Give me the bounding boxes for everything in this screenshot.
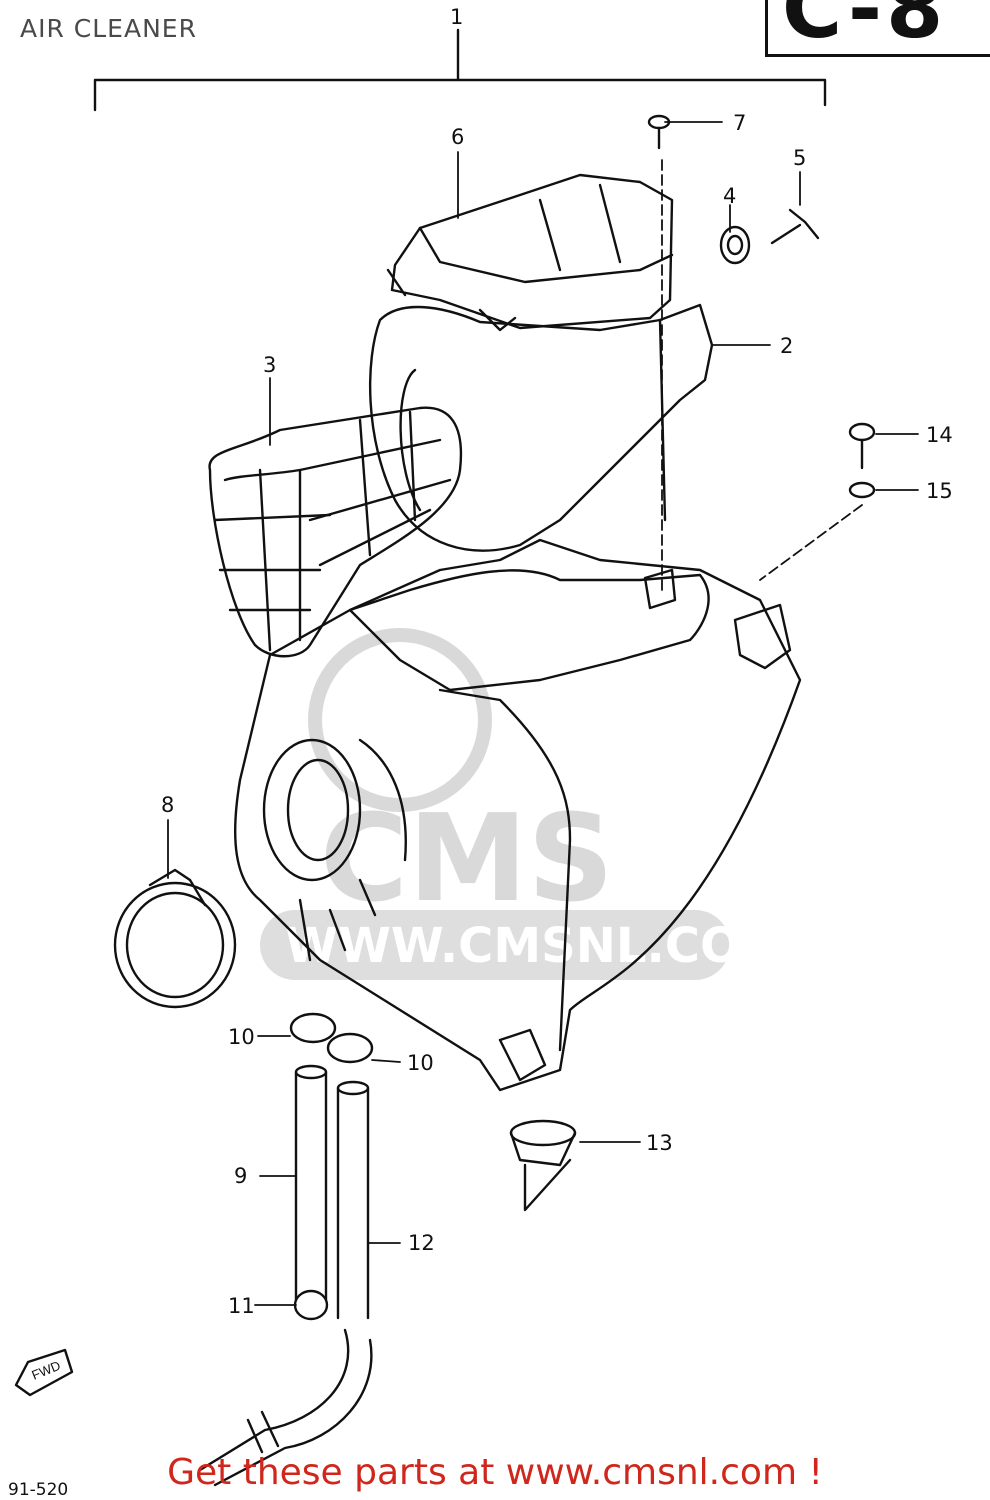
leader-lines [167, 121, 919, 1306]
watermark-url: WWW.CMSNL.COM [285, 918, 789, 974]
washer-15 [848, 481, 876, 499]
bolt-14 [848, 422, 876, 470]
callout-4: 4 [723, 184, 736, 208]
watermark: CMS WWW.CMSNL.COM [260, 628, 789, 980]
assembly-bracket [93, 28, 827, 112]
page-code-label: C-8 [782, 0, 948, 57]
callout-9: 9 [234, 1164, 247, 1188]
breather-tube [198, 1328, 373, 1487]
drawing-reference-code: 91-520 [8, 1480, 69, 1500]
callout-3: 3 [263, 353, 276, 377]
callout-6: 6 [451, 125, 464, 149]
hose-clips [289, 1012, 374, 1064]
filter-element-cage [208, 406, 463, 658]
fwd-arrow-tag: FWD [14, 1348, 74, 1397]
callout-labels: 1 2 3 4 5 6 7 8 9 10 10 11 12 13 14 15 [161, 5, 953, 1318]
callout-10-right: 10 [407, 1051, 434, 1075]
cover-lid [386, 173, 674, 332]
callout-12: 12 [408, 1231, 435, 1255]
diagram-title: AIR CLEANER [20, 14, 197, 43]
callout-1: 1 [450, 5, 463, 29]
drain-hose-right [336, 1080, 370, 1320]
screw-7 [647, 114, 671, 150]
callout-2: 2 [780, 334, 793, 358]
callout-13: 13 [646, 1131, 673, 1155]
callout-11: 11 [228, 1294, 255, 1318]
drain-hose-left [293, 1064, 329, 1321]
callout-8: 8 [161, 793, 174, 817]
footer-link-text[interactable]: Get these parts at www.cmsnl.com ! [167, 1452, 823, 1493]
wing-bolt-5 [770, 208, 820, 245]
drain-plug [509, 1119, 577, 1212]
page-code-box: C-8 [765, 0, 990, 57]
grommet-4 [719, 225, 751, 265]
clamp-band [113, 868, 237, 1009]
callout-10-left: 10 [228, 1025, 255, 1049]
callout-15: 15 [926, 479, 953, 503]
callout-7: 7 [733, 111, 746, 135]
watermark-brand: CMS [320, 790, 614, 929]
callout-14: 14 [926, 423, 953, 447]
lower-case [233, 538, 802, 1092]
callout-5: 5 [793, 146, 806, 170]
